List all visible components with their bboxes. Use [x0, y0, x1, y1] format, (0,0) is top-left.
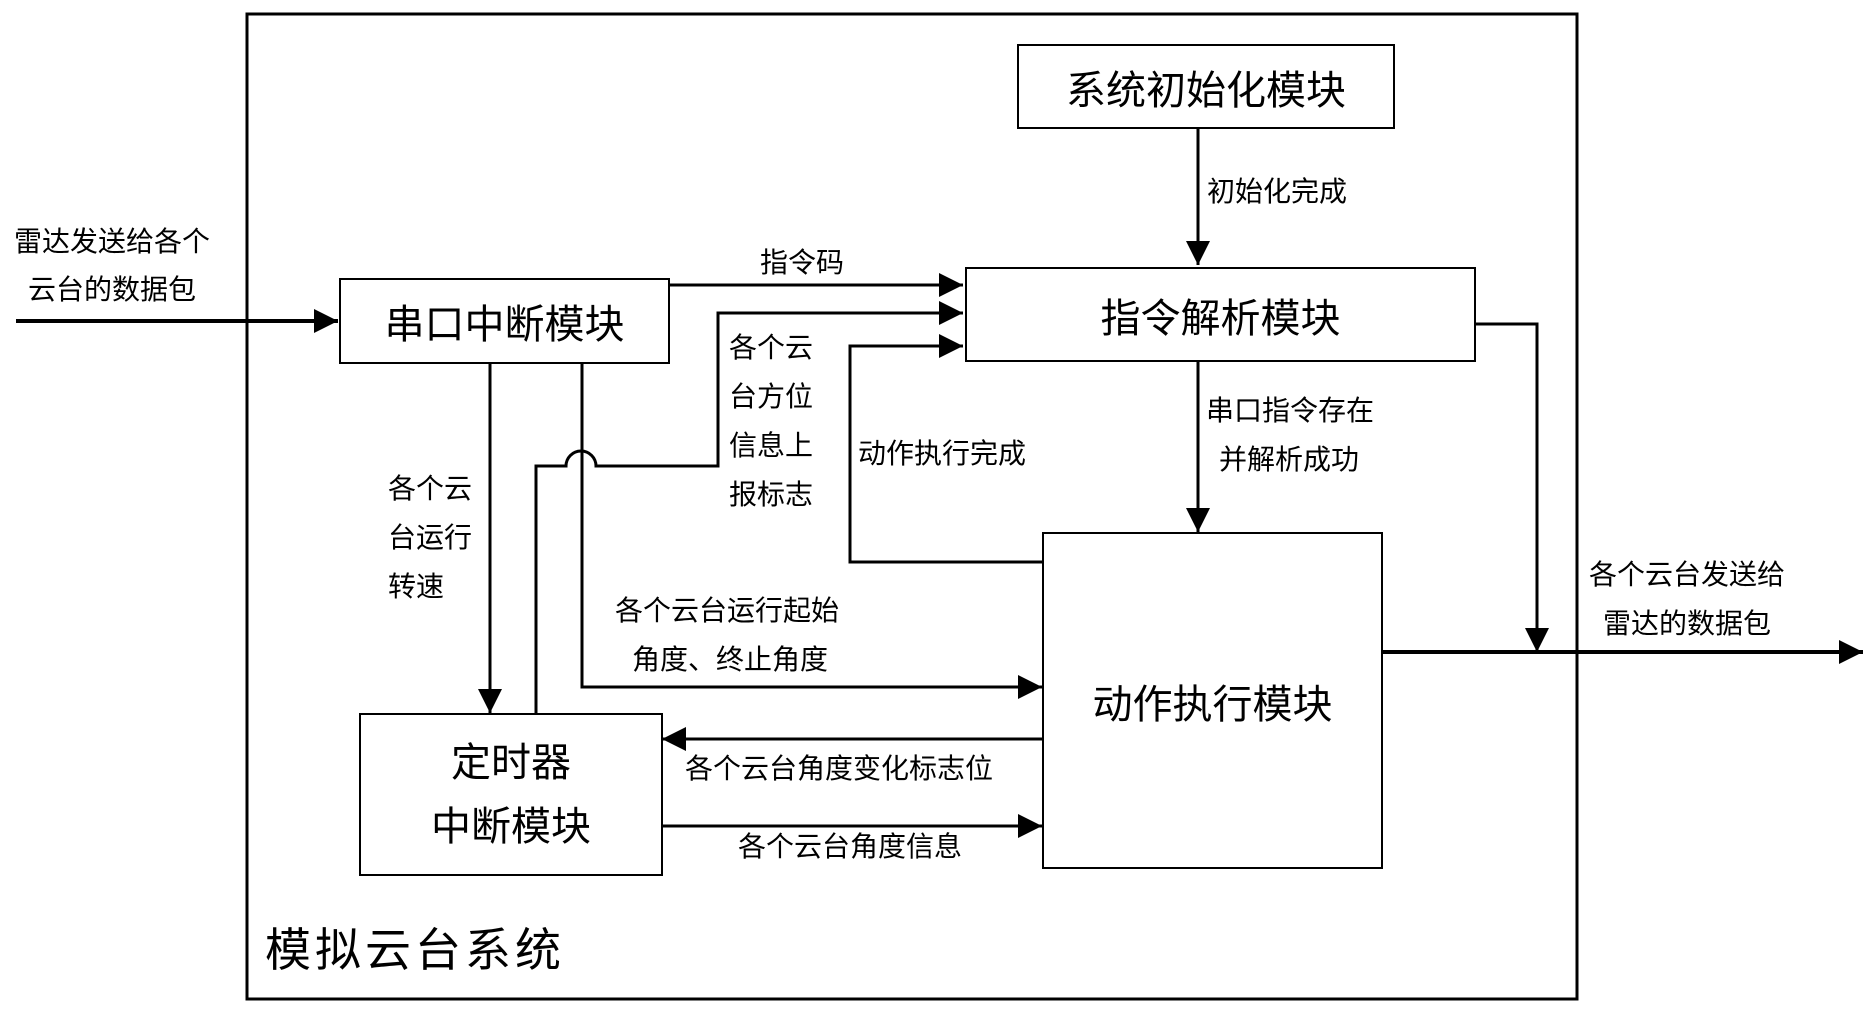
action-done-label: 动作执行完成	[858, 437, 1027, 470]
cmd-exists-label-line1: 串口指令存在	[1206, 394, 1375, 427]
action-module-label: 动作执行模块	[1092, 681, 1333, 728]
start-end-label-line1: 各个云台运行起始	[615, 594, 840, 627]
cmd-exists-label-line2: 并解析成功	[1219, 443, 1360, 476]
input-label-line2: 云台的数据包	[28, 273, 197, 306]
output-label-line1: 各个云台发送给	[1589, 558, 1786, 591]
run-speed-label: 各个云 台运行 转速	[388, 472, 473, 603]
output-label-line2: 雷达的数据包	[1603, 607, 1772, 640]
parse-module: 指令解析模块	[965, 267, 1476, 362]
system-label: 模拟云台系统	[265, 923, 565, 977]
init-module-label: 系统初始化模块	[1066, 67, 1346, 114]
action-module: 动作执行模块	[1042, 532, 1383, 869]
angle-info-label: 各个云台角度信息	[738, 830, 963, 863]
parse-output-arrow	[1474, 322, 1549, 652]
start-end-arrow	[580, 362, 1042, 699]
parse-module-label: 指令解析模块	[1100, 295, 1341, 342]
serial-module: 串口中断模块	[339, 278, 670, 364]
start-end-label-line2: 角度、终止角度	[632, 643, 829, 676]
init-module: 系统初始化模块	[1017, 44, 1395, 129]
command-code-label: 指令码	[760, 246, 845, 279]
system-boundary	[245, 12, 1579, 1001]
init-done-label: 初始化完成	[1207, 175, 1348, 208]
timer-module-label-line2: 中断模块	[431, 803, 591, 850]
input-label-line1: 雷达发送给各个	[14, 225, 211, 258]
timer-module-label-line1: 定时器	[451, 739, 571, 786]
report-flag-label: 各个云 台方位 信息上 报标志	[729, 331, 814, 511]
serial-module-label: 串口中断模块	[384, 302, 625, 348]
timer-module: 定时器 中断模块	[359, 713, 663, 876]
angle-change-label: 各个云台角度变化标志位	[685, 752, 994, 785]
action-done-arrow	[848, 334, 1042, 564]
